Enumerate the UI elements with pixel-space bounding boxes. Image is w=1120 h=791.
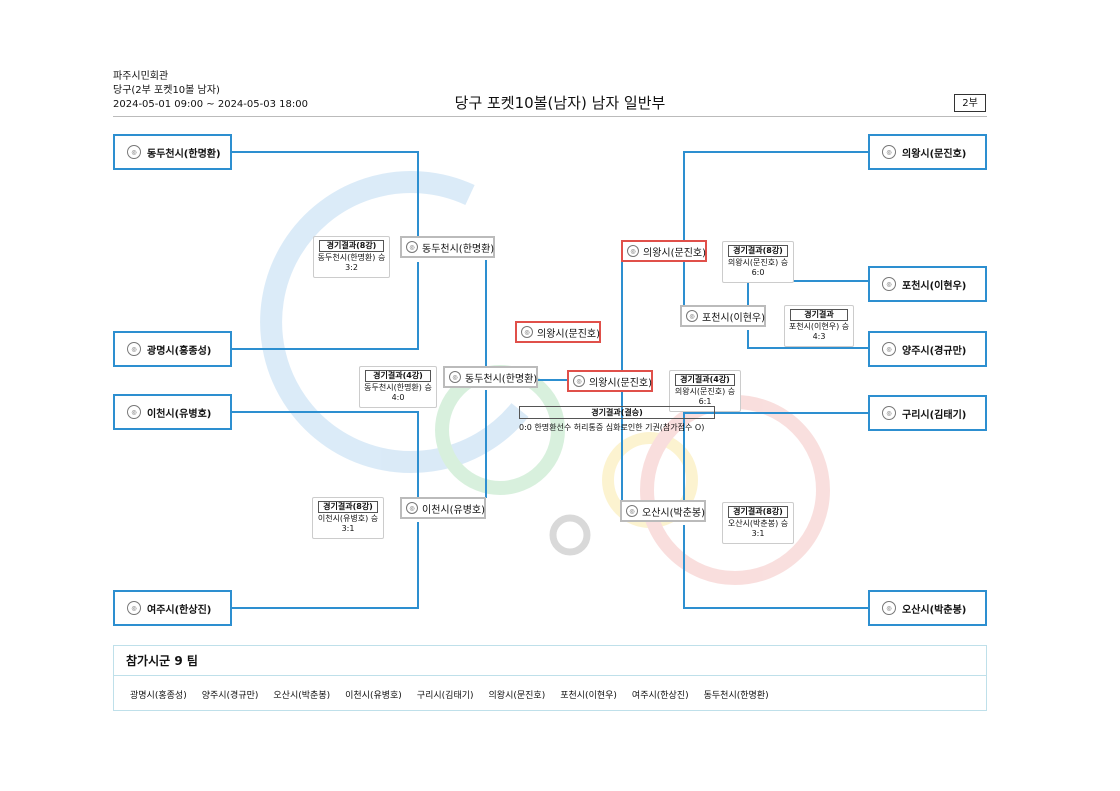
- result-box-right-mid: 경기결과 포천시(이현우) 승 4:3: [784, 305, 854, 347]
- participant-item: 양주시(경규만): [201, 691, 259, 701]
- participants-list: 광명시(홍종성) 양주시(경규만) 오산시(박춘봉) 이천시(유병호) 구리시(…: [130, 688, 769, 701]
- city-emblem-icon: ◎: [573, 375, 585, 387]
- final-result: 경기결과(결승) 0:0 한명환선수 허리통증 심화로인한 기권(참가점수 O): [519, 406, 715, 436]
- header-divider: [113, 116, 987, 117]
- result-box-left-semi: 경기결과(4강) 동두천시(한명환) 승 4:0: [359, 366, 437, 408]
- team-card-yeoju[interactable]: ◎ 여주시(한상진): [113, 590, 232, 626]
- city-emblem-icon: ◎: [406, 502, 418, 514]
- participant-item: 동두천시(한명환): [703, 691, 769, 701]
- winner-box-left-semi[interactable]: ◎ 동두천시(한명환): [443, 366, 538, 388]
- participant-item: 포천시(이현우): [560, 691, 617, 701]
- participants-title: 참가시군 9 팀: [114, 646, 986, 676]
- team-card-dongducheon[interactable]: ◎ 동두천시(한명환): [113, 134, 232, 170]
- participant-item: 광명시(홍종성): [130, 691, 187, 701]
- city-emblem-icon: ◎: [521, 326, 533, 338]
- team-card-icheon[interactable]: ◎ 이천시(유병호): [113, 394, 232, 430]
- participant-item: 구리시(김태기): [416, 691, 474, 701]
- city-emblem-icon: ◎: [882, 145, 896, 159]
- event-period: 2024-05-01 09:00 ~ 2024-05-03 18:00: [113, 99, 308, 110]
- participant-item: 여주시(한상진): [631, 691, 689, 701]
- winner-box-left-bottom[interactable]: ◎ 이천시(유병호): [400, 497, 486, 519]
- participant-item: 의왕시(문진호): [488, 691, 546, 701]
- city-emblem-icon: ◎: [882, 406, 896, 420]
- part-badge: 2부: [954, 94, 986, 112]
- participant-item: 이천시(유병호): [345, 691, 402, 701]
- winner-box-right-semi[interactable]: ◎ 의왕시(문진호): [567, 370, 653, 392]
- participants-panel: 참가시군 9 팀 광명시(홍종성) 양주시(경규만) 오산시(박춘봉) 이천시(…: [113, 645, 987, 711]
- result-box-left-bottom: 경기결과(8강) 이천시(유병호) 승 3:1: [312, 497, 384, 539]
- winner-box-right-mid[interactable]: ◎ 포천시(이현우): [680, 305, 766, 327]
- city-emblem-icon: ◎: [449, 371, 461, 383]
- winner-box-left-top[interactable]: ◎ 동두천시(한명환): [400, 236, 495, 258]
- venue-name: 파주시민회관: [113, 71, 169, 82]
- team-card-yangju[interactable]: ◎ 양주시(경규만): [868, 331, 987, 367]
- result-box-right-bottom: 경기결과(8강) 오산시(박춘봉) 승 3:1: [722, 502, 794, 544]
- city-emblem-icon: ◎: [627, 245, 639, 257]
- city-emblem-icon: ◎: [127, 601, 141, 615]
- city-emblem-icon: ◎: [406, 241, 418, 253]
- winner-box-right-bottom[interactable]: ◎ 오산시(박춘봉): [620, 500, 706, 522]
- team-card-gwangmyeong[interactable]: ◎ 광명시(홍종성): [113, 331, 232, 367]
- city-emblem-icon: ◎: [626, 505, 638, 517]
- city-emblem-icon: ◎: [882, 277, 896, 291]
- result-box-right-top: 경기결과(8강) 의왕시(문진호) 승 6:0: [722, 241, 794, 283]
- result-box-left-top: 경기결과(8강) 동두천시(한명환) 승 3:2: [313, 236, 390, 278]
- event-name: 당구(2부 포켓10볼 남자): [113, 85, 220, 96]
- city-emblem-icon: ◎: [127, 405, 141, 419]
- winner-box-right-top[interactable]: ◎ 의왕시(문진호): [621, 240, 707, 262]
- team-card-guri[interactable]: ◎ 구리시(김태기): [868, 395, 987, 431]
- team-card-pocheon[interactable]: ◎ 포천시(이현우): [868, 266, 987, 302]
- team-card-uiwang[interactable]: ◎ 의왕시(문진호): [868, 134, 987, 170]
- city-emblem-icon: ◎: [686, 310, 698, 322]
- city-emblem-icon: ◎: [127, 145, 141, 159]
- city-emblem-icon: ◎: [127, 342, 141, 356]
- city-emblem-icon: ◎: [882, 601, 896, 615]
- team-card-osan[interactable]: ◎ 오산시(박춘봉): [868, 590, 987, 626]
- result-box-right-semi: 경기결과(4강) 의왕시(문진호) 승 6:1: [669, 370, 741, 412]
- champion-box[interactable]: ◎ 의왕시(문진호): [515, 321, 601, 343]
- city-emblem-icon: ◎: [882, 342, 896, 356]
- page-title: 당구 포켓10볼(남자) 남자 일반부: [454, 94, 666, 112]
- participant-item: 오산시(박춘봉): [273, 691, 331, 701]
